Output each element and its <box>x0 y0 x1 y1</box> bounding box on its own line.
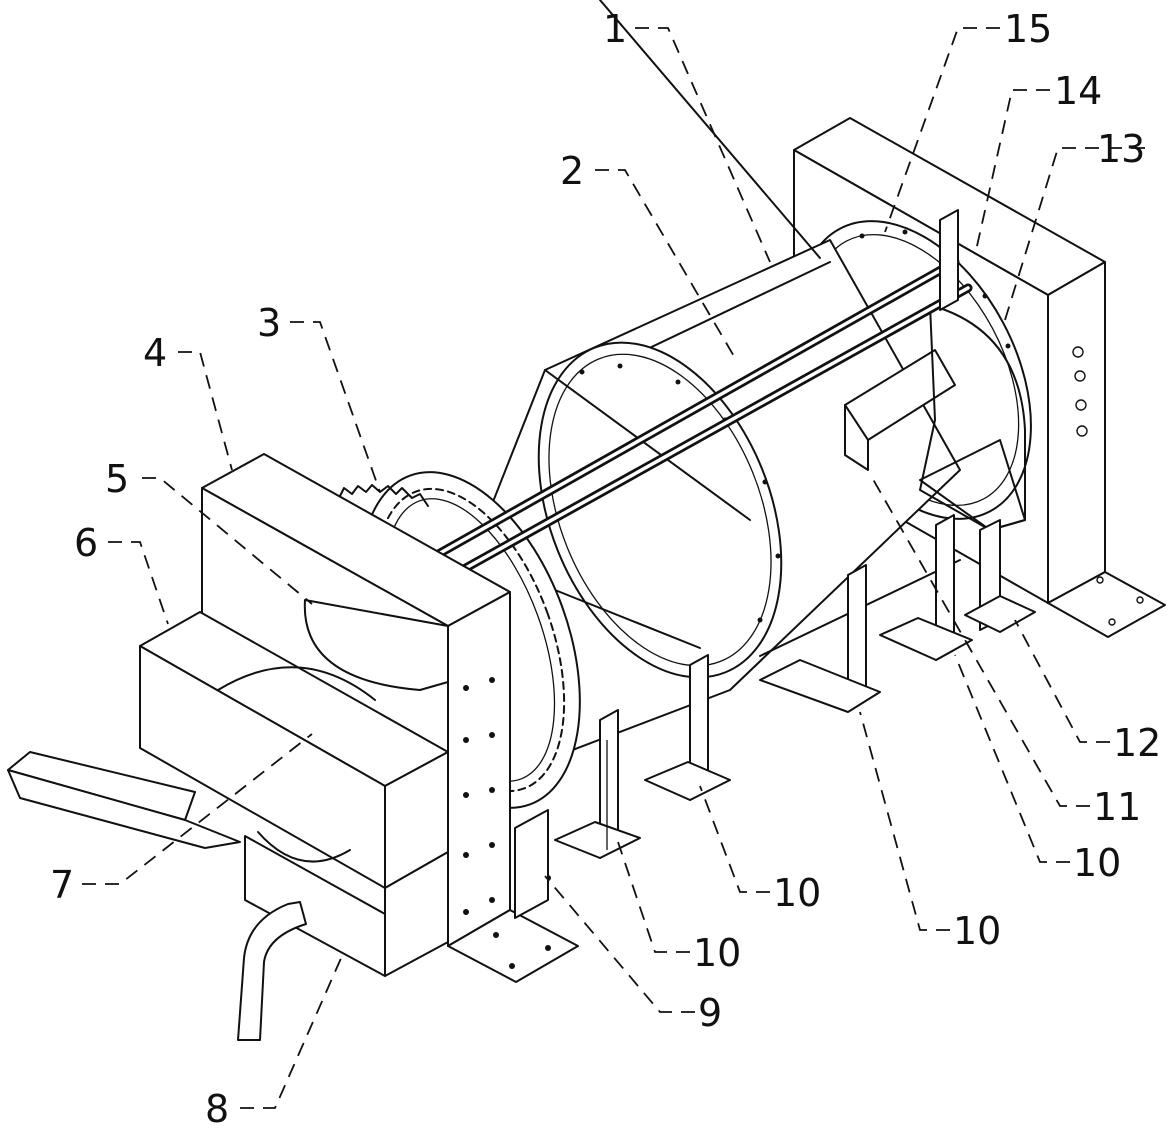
callout-7: 7 <box>50 863 74 907</box>
callout-6: 6 <box>74 521 98 565</box>
discharge-frame <box>844 304 1036 633</box>
front-lower-housing <box>139 611 449 977</box>
callout-13: 13 <box>1097 127 1145 171</box>
callout-14: 14 <box>1054 69 1102 113</box>
support-stand-3 <box>759 564 881 713</box>
callout-12: 12 <box>1113 721 1161 765</box>
discharge-chute <box>7 751 241 849</box>
callout-2: 2 <box>560 149 584 193</box>
outlet-pipe <box>237 901 307 1041</box>
callout-3: 3 <box>257 301 281 345</box>
callout-5: 5 <box>105 457 129 501</box>
support-stand-4 <box>879 514 973 661</box>
callout-8: 8 <box>205 1087 229 1131</box>
callout-4: 4 <box>143 331 167 375</box>
callout-10-b: 10 <box>773 871 821 915</box>
leader-lines <box>82 27 1145 1109</box>
callout-10-c: 10 <box>953 909 1001 953</box>
callout-11: 11 <box>1093 785 1141 829</box>
front-side-plate <box>447 591 579 983</box>
callout-9: 9 <box>698 991 722 1035</box>
callout-labels: 1 2 3 4 5 6 7 8 9 10 10 10 10 11 12 13 1… <box>50 7 1161 1131</box>
feed-rods <box>323 209 973 719</box>
callout-1: 1 <box>603 7 627 51</box>
support-stand-2 <box>644 654 731 801</box>
support-stand-1 <box>554 709 641 859</box>
callout-15: 15 <box>1004 7 1052 51</box>
callout-10-a: 10 <box>693 931 741 975</box>
callout-10-d: 10 <box>1073 841 1121 885</box>
